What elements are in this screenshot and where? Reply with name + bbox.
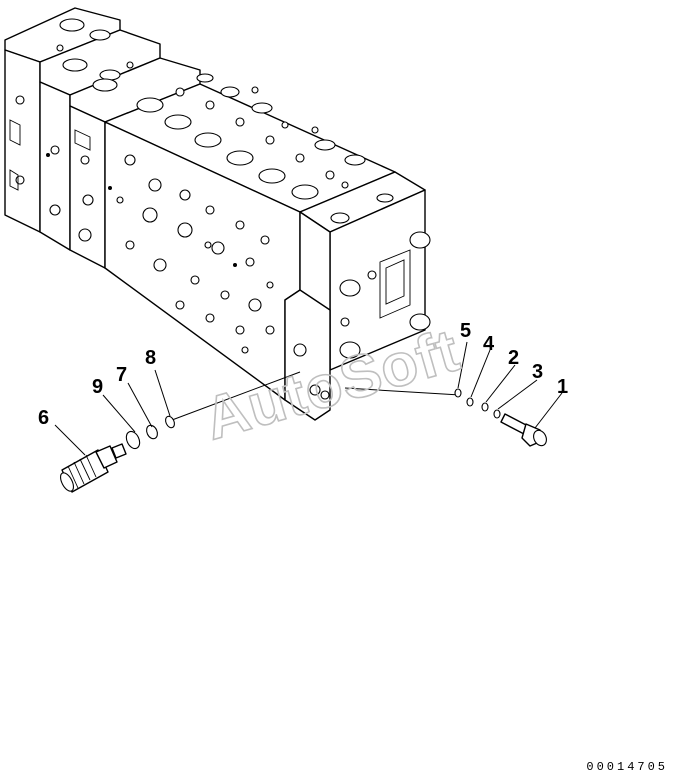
small-holes <box>56 44 349 189</box>
callout-2: 2 <box>508 347 519 369</box>
part-3-o-ring <box>493 409 501 419</box>
part-2-o-ring <box>481 402 489 412</box>
callout-9: 9 <box>92 376 103 398</box>
front-holes <box>15 95 377 400</box>
callout-numbers: 1 2 3 4 5 6 7 8 9 <box>38 320 568 429</box>
callout-7: 7 <box>116 364 127 386</box>
top-ports <box>59 18 394 224</box>
callout-1: 1 <box>557 376 568 398</box>
part-8-o-ring <box>165 415 175 429</box>
drawing-number: 00014705 <box>586 760 668 774</box>
part-4-ring <box>466 397 474 407</box>
callout-3: 3 <box>532 361 543 383</box>
part-9-o-ring <box>125 430 141 450</box>
leader-lines <box>54 341 563 456</box>
callout-4: 4 <box>483 333 495 355</box>
callout-6: 6 <box>38 407 49 429</box>
part-6-valve-plug <box>60 443 127 493</box>
callout-5: 5 <box>460 320 471 342</box>
part-1-screw-plug <box>500 413 547 447</box>
part-5-o-ring <box>454 388 462 398</box>
control-valve-assembly <box>4 7 431 421</box>
bolt-heads <box>339 231 431 359</box>
callout-8: 8 <box>145 347 156 369</box>
part-7-ring <box>146 424 158 440</box>
